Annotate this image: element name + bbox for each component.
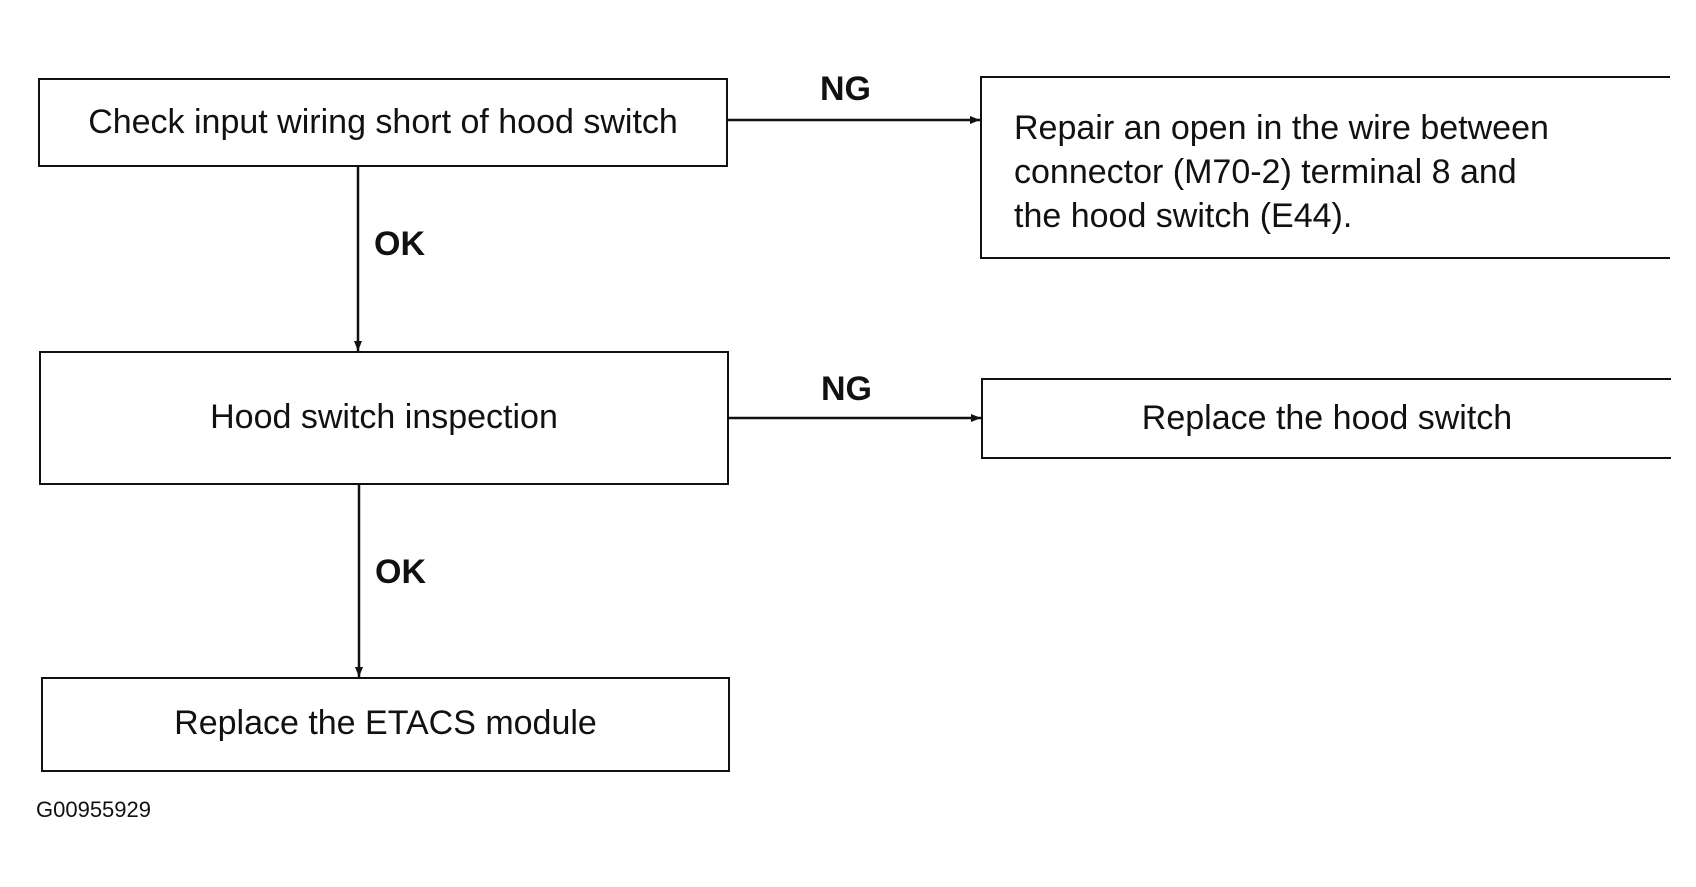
replace-etacs-box: Replace the ETACS module <box>41 677 730 772</box>
repair-open-line-1: Repair an open in the wire between <box>1014 109 1549 147</box>
repair-open-box: Repair an open in the wire between conne… <box>980 76 1670 259</box>
hood-inspection-box: Hood switch inspection <box>39 351 729 485</box>
ng-label-1: NG <box>820 70 871 108</box>
replace-hood-switch-box: Replace the hood switch <box>981 378 1671 459</box>
figure-id: G00955929 <box>36 797 151 822</box>
ng-label-2: NG <box>821 370 872 408</box>
check-wiring-box: Check input wiring short of hood switch <box>38 78 728 167</box>
check-wiring-text: Check input wiring short of hood switch <box>88 103 678 141</box>
ok-label-2: OK <box>375 553 426 591</box>
hood-inspection-text: Hood switch inspection <box>210 398 558 436</box>
replace-etacs-text: Replace the ETACS module <box>174 704 597 742</box>
repair-open-line-3: the hood switch (E44). <box>1014 197 1353 235</box>
replace-hood-switch-text: Replace the hood switch <box>1141 399 1513 437</box>
repair-open-line-2: connector (M70-2) terminal 8 and <box>1014 153 1517 191</box>
ok-label-1: OK <box>374 225 425 263</box>
